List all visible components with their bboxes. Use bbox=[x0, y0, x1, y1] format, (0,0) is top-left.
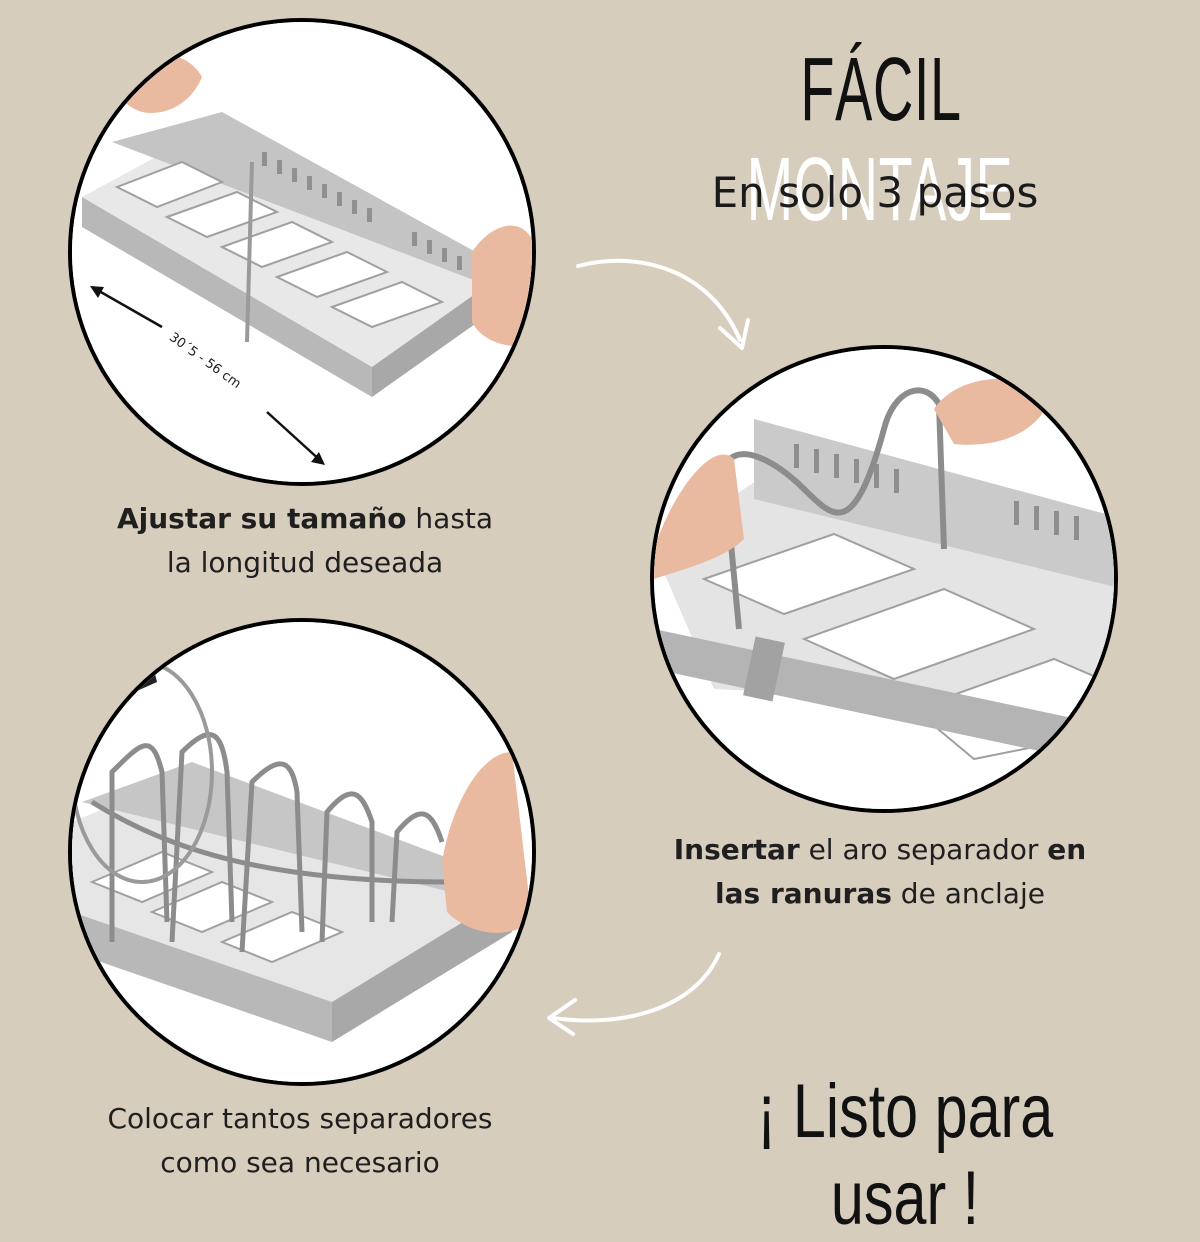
step1-text: hasta bbox=[406, 502, 494, 535]
curved-arrow-left-icon bbox=[547, 952, 721, 1036]
step2-bold1: Insertar bbox=[673, 833, 800, 866]
step2-bold3: las ranuras bbox=[715, 877, 892, 910]
step2-bold2: en bbox=[1047, 833, 1087, 866]
title-word-montaje: MONTAJE bbox=[746, 140, 1014, 240]
step3-line2: como sea necesario bbox=[160, 1146, 440, 1179]
curved-arrow-right-icon bbox=[576, 258, 750, 350]
step3-caption: Colocar tantos separadores como sea nece… bbox=[40, 1097, 560, 1185]
wire-divider-insert-illustration bbox=[654, 349, 1114, 809]
step1-image bbox=[68, 18, 536, 486]
step2-text2: de anclaje bbox=[891, 877, 1045, 910]
subtitle: En solo 3 pasos bbox=[711, 168, 1039, 217]
ready-to-use-text: ¡ Listo para usar ! bbox=[756, 1069, 1054, 1241]
step3-line1: Colocar tantos separadores bbox=[107, 1102, 493, 1135]
multiple-dividers-illustration bbox=[72, 622, 532, 1082]
step2-image bbox=[650, 345, 1118, 813]
step1-bold: Ajustar su tamaño bbox=[116, 502, 407, 535]
step2-caption: Insertar el aro separador en las ranuras… bbox=[620, 828, 1140, 916]
step1-caption: Ajustar su tamaño hasta la longitud dese… bbox=[60, 497, 550, 585]
step3-image bbox=[68, 618, 536, 1086]
page-title: FÁCIL MONTAJE bbox=[706, 40, 1053, 240]
title-word-facil: FÁCIL bbox=[800, 40, 960, 140]
step1-line2: la longitud deseada bbox=[166, 546, 444, 579]
step2-text1: el aro separador bbox=[799, 833, 1048, 866]
rack-expanding-illustration bbox=[72, 22, 532, 482]
